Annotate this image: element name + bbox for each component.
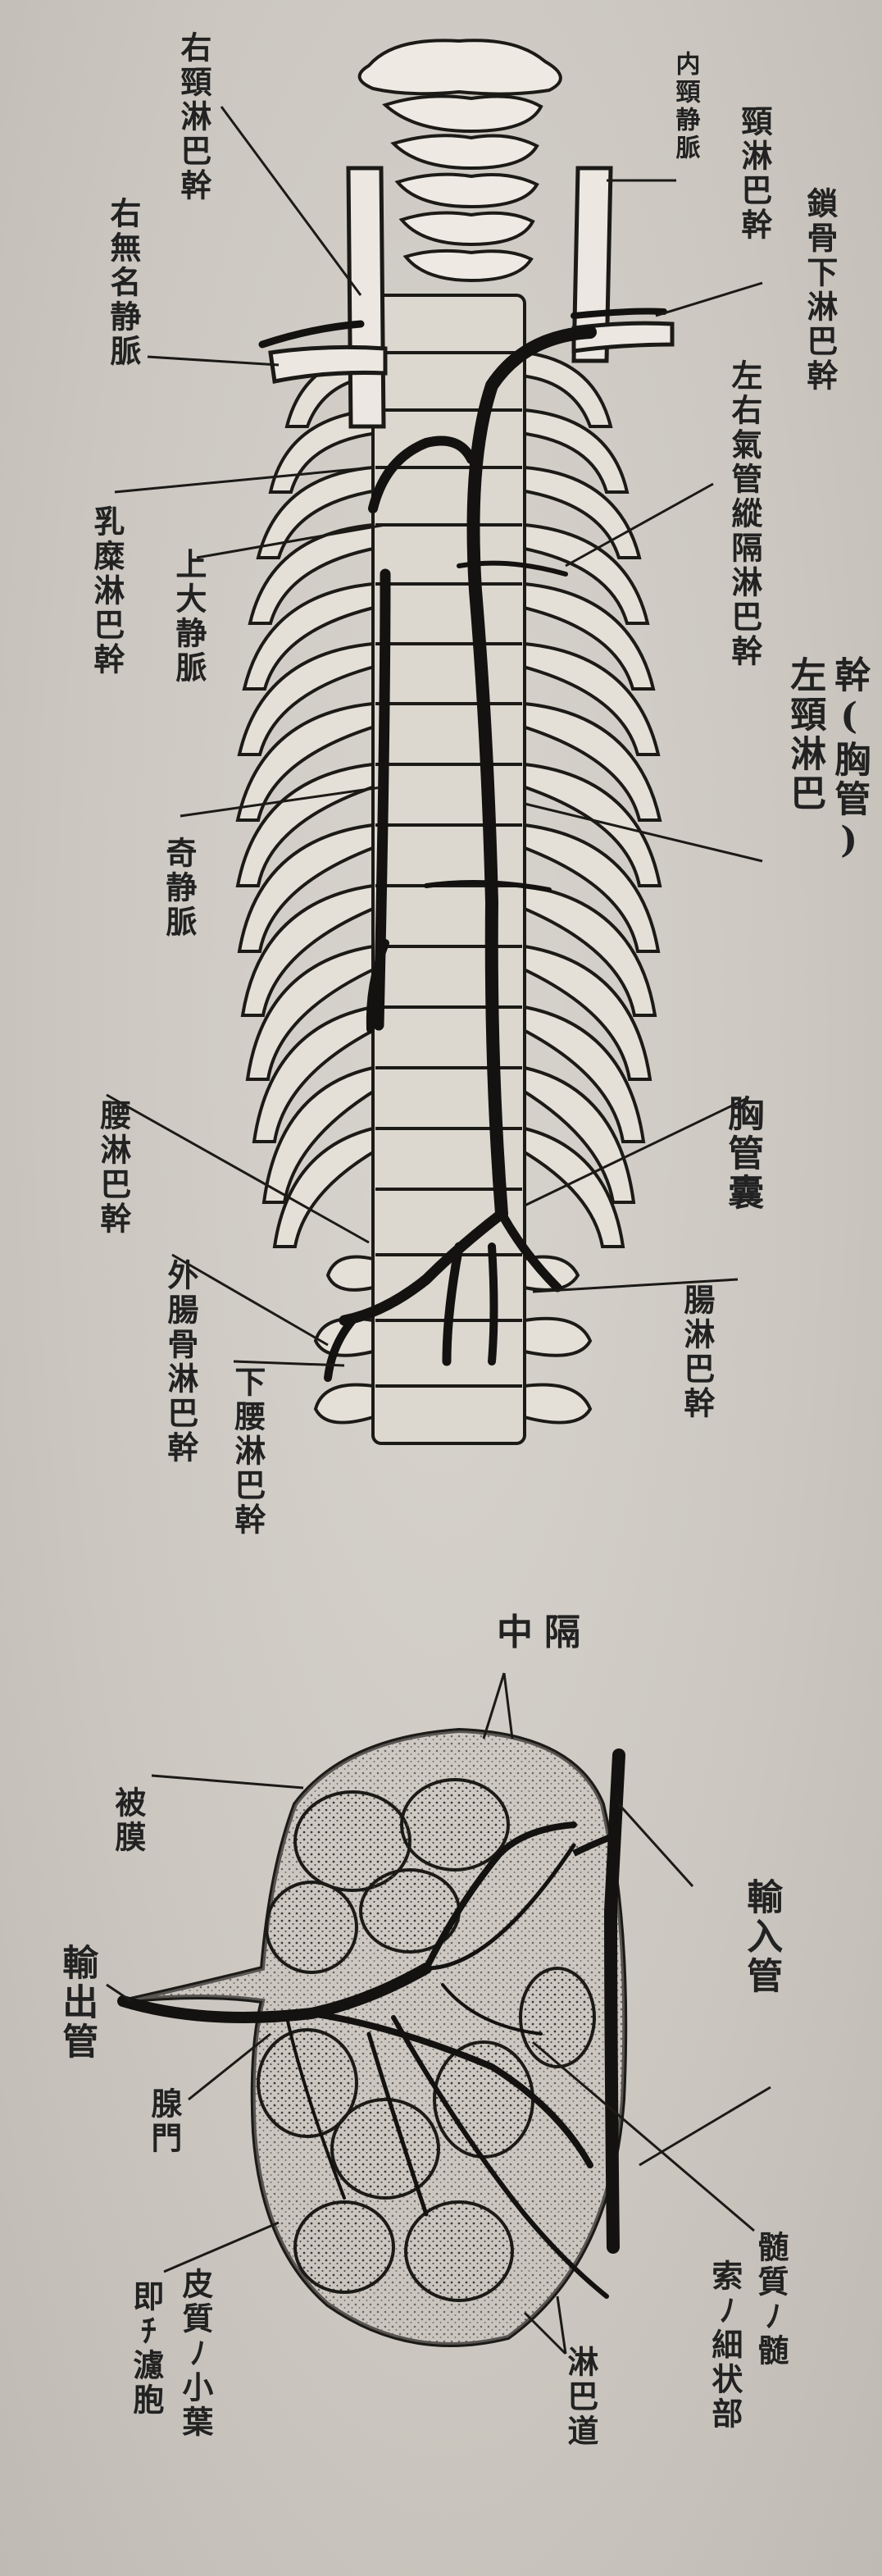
label-cortex-1: 皮質ﾉ小葉 bbox=[179, 2268, 211, 2440]
label-afferent-vessel: 輸入管 bbox=[742, 1878, 780, 1996]
lymph-node-figure bbox=[107, 1673, 771, 2354]
label-septum: 中隔 bbox=[497, 1614, 592, 1652]
label-lymph-sinus: 淋巴道 bbox=[564, 2346, 597, 2449]
thoracic-duct-figure bbox=[107, 40, 762, 1443]
label-left-jugular-trunk-1: 左頸淋巴 bbox=[785, 656, 823, 814]
label-inferior-lumbar-trunk: 下腰淋巴幹 bbox=[231, 1366, 264, 1538]
label-left-jugular-trunk-2: 幹(胸管) bbox=[830, 656, 867, 864]
label-external-iliac-trunk: 外腸骨淋巴幹 bbox=[164, 1259, 197, 1466]
label-right-lymphatic-trunk: 乳糜淋巴幹 bbox=[90, 505, 123, 677]
label-right-jugular-trunk: 右頸淋巴幹 bbox=[177, 31, 210, 203]
label-subclavian-trunk: 鎖骨下淋巴幹 bbox=[803, 187, 836, 394]
label-hilum: 腺門 bbox=[148, 2087, 180, 2156]
label-efferent-vessel: 輸出管 bbox=[57, 1944, 95, 2062]
label-capsule: 被膜 bbox=[111, 1786, 144, 1855]
label-jugular-trunk: 頸淋巴幹 bbox=[738, 105, 771, 243]
label-lumbar-trunk: 腰淋巴幹 bbox=[97, 1099, 130, 1237]
ribs-left bbox=[238, 353, 377, 1247]
label-cisterna-chyli: 胸管囊 bbox=[723, 1095, 761, 1213]
label-bronchomediastinal-trunk: 左右氣管縱隔淋巴幹 bbox=[728, 359, 761, 669]
label-medullary-cords-2: 索ﾉ細状部 bbox=[708, 2259, 741, 2432]
cervical-vertebrae bbox=[360, 40, 561, 280]
label-medullary-cords-1: 髄質ﾉ髄 bbox=[754, 2231, 787, 2369]
label-inner-jugular-vein: 内頸静脈 bbox=[672, 51, 698, 162]
label-superior-vena-cava: 上大静脈 bbox=[172, 548, 205, 686]
label-azygos-vein: 奇静脈 bbox=[162, 837, 195, 940]
label-cortex-2: 即ﾁ濾胞 bbox=[130, 2280, 162, 2418]
ribs-right bbox=[521, 353, 660, 1247]
label-intestinal-trunk: 腸淋巴幹 bbox=[680, 1283, 713, 1421]
label-right-brachiocephalic-vein: 右無名静脈 bbox=[107, 197, 139, 369]
